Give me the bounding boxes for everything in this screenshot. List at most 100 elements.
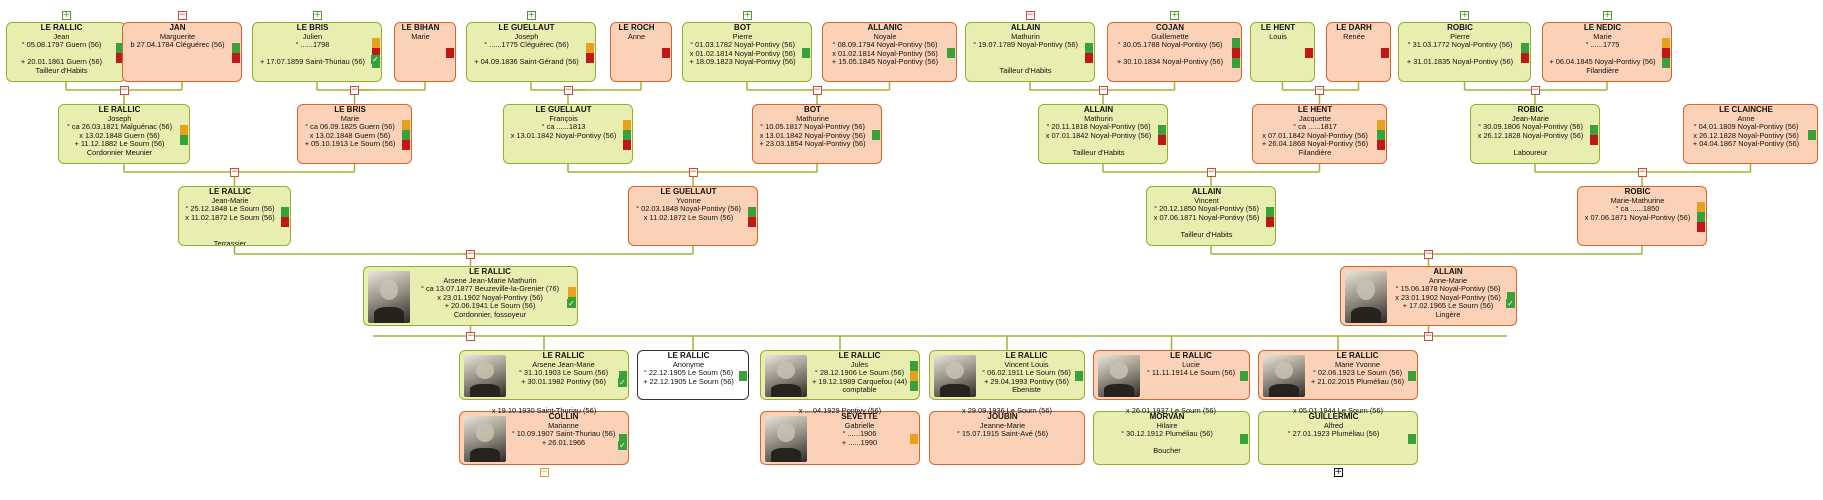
person-given-name: Renée <box>1343 31 1365 41</box>
person-photo[interactable] <box>1098 355 1140 397</box>
person-given-name: Jeanne-Marie <box>979 420 1026 430</box>
collapse-toggle-icon[interactable]: − <box>1424 330 1433 341</box>
collapse-toggle-icon[interactable]: − <box>466 248 475 259</box>
check-icon: ✓ <box>567 299 576 308</box>
collapse-toggle-icon[interactable]: − <box>1206 166 1216 177</box>
marriage-label: x 05.01.1944 Le Sourn (56) <box>1293 406 1383 415</box>
person-photo[interactable] <box>1345 271 1387 323</box>
expand-toggle-icon[interactable]: + <box>312 10 322 20</box>
person-detail-line: ° 30.12.1912 Pluméliau (56) <box>1121 429 1213 439</box>
person-photo[interactable] <box>464 416 506 462</box>
expand-toggle-icon[interactable]: + <box>1460 10 1469 20</box>
person-given-name: Gabrielle <box>844 420 875 430</box>
person-detail-line: Boucher <box>1153 446 1181 456</box>
person-photo[interactable] <box>765 416 807 462</box>
person-photo[interactable] <box>1263 355 1305 397</box>
collapse-toggle-icon[interactable]: − <box>1025 10 1035 20</box>
collapse-toggle-icon[interactable]: − <box>1424 248 1433 259</box>
source-bar-red <box>402 140 410 150</box>
person-photo[interactable] <box>934 355 976 397</box>
expand-toggle-icon[interactable]: + <box>1170 10 1179 20</box>
collapse-toggle-icon[interactable]: − <box>230 166 239 177</box>
source-bar-red <box>1521 53 1529 63</box>
collapse-toggle-icon[interactable]: − <box>1315 84 1324 95</box>
person-detail-line: + 26.01.1966 <box>541 437 586 447</box>
source-bar-green <box>1662 58 1670 68</box>
collapse-toggle-icon[interactable]: − <box>119 84 129 95</box>
collapse-toggle-icon[interactable]: − <box>812 84 822 95</box>
person-surname: BOT <box>804 105 821 114</box>
person-surname: COLLIN <box>548 412 579 421</box>
expand-toggle-icon[interactable]: + <box>526 10 536 20</box>
collapse-toggle-icon[interactable]: − <box>563 84 573 95</box>
person-surname: JOUBIN <box>987 412 1018 421</box>
collapse-toggle-icon[interactable]: − <box>466 330 475 341</box>
expand-toggle-icon[interactable]: + <box>742 10 752 20</box>
source-bar-green <box>1266 207 1274 217</box>
person-photo[interactable] <box>368 271 410 323</box>
person-detail-line: ° 10.09.1907 Saint-Thuriau (56) <box>511 429 616 439</box>
person-given-name: Marguerite <box>159 31 196 41</box>
person-photo[interactable] <box>464 355 506 397</box>
source-bar-orange <box>180 125 188 135</box>
person-surname: JAN <box>169 23 186 32</box>
collapse-toggle-icon[interactable]: − <box>177 10 187 20</box>
person-detail-line: + 19.12.1989 Carquefou (44) <box>812 376 908 386</box>
collapse-toggle-icon[interactable]: − <box>350 84 359 95</box>
collapse-toggle-icon[interactable]: − <box>1098 84 1108 95</box>
person-photo[interactable] <box>765 355 807 397</box>
expand-toggle-icon[interactable]: + <box>1602 10 1612 20</box>
source-bar-green <box>1590 125 1598 135</box>
collapse-toggle-icon[interactable]: − <box>1637 166 1647 177</box>
source-bar-red <box>1158 135 1166 145</box>
collapse-toggle-icon[interactable]: − <box>1530 84 1540 95</box>
person-given-name: Jean <box>53 31 70 41</box>
person-detail-line: ° 08.09.1794 Noyal-Pontivy (56) <box>832 40 938 50</box>
expand-toggle-icon[interactable]: + <box>61 10 71 20</box>
person-surname: ROBIC <box>1624 187 1651 196</box>
collapse-toggle-icon[interactable]: − <box>688 166 698 177</box>
expand-toggle-icon[interactable]: + <box>1333 467 1343 477</box>
collapse-toggle-icon[interactable]: − <box>539 467 549 477</box>
source-bar-green <box>1232 58 1240 68</box>
